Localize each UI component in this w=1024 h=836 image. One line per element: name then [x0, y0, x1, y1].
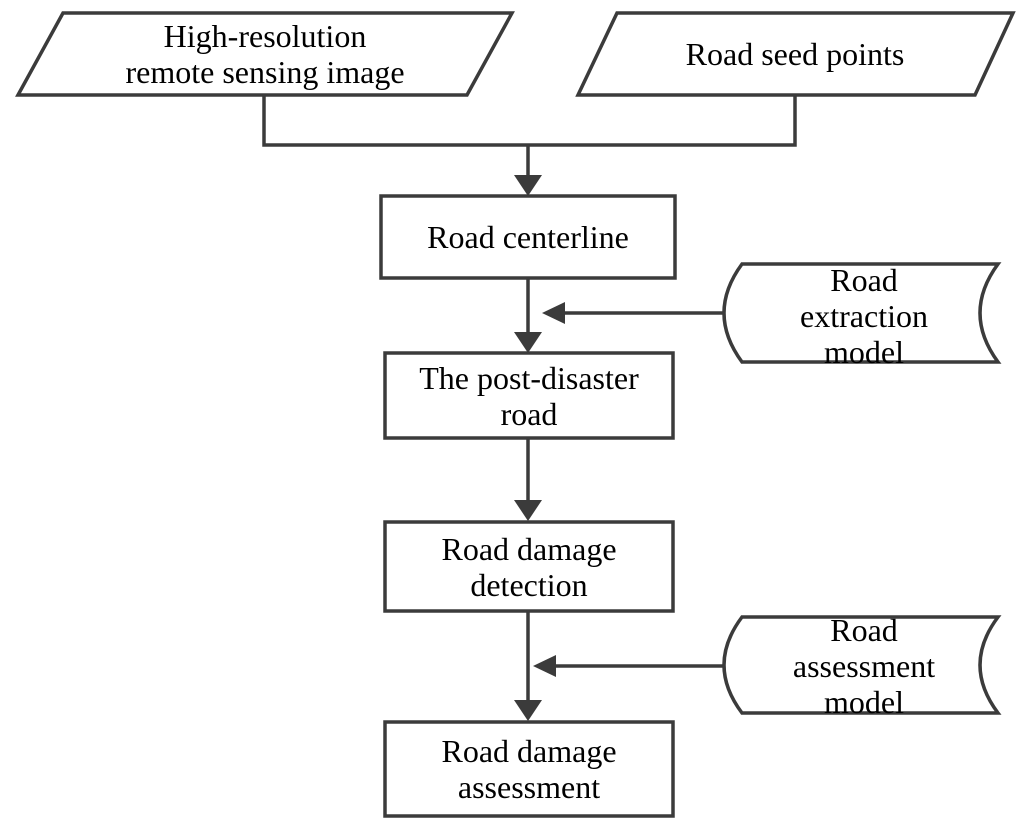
- road-extraction-model-shape: [722, 262, 1002, 364]
- post-disaster-road-shape: [383, 351, 675, 440]
- merge-connector-line: [262, 95, 797, 147]
- road-damage-detection-shape: [383, 520, 675, 613]
- arrowhead-down-4: [514, 700, 542, 721]
- remote-sensing-image-shape: [15, 11, 515, 97]
- road-damage-assessment-shape: [383, 720, 675, 818]
- road-centerline-shape: [379, 194, 677, 280]
- road-assessment-model-shape: [722, 615, 1002, 715]
- arrowhead-left-2: [533, 655, 556, 677]
- arrowhead-down-2: [514, 332, 542, 353]
- arrowhead-down-1: [514, 175, 542, 196]
- road-seed-points-shape: [575, 11, 1016, 97]
- arrowhead-down-3: [514, 500, 542, 521]
- arrowhead-left-1: [542, 302, 565, 324]
